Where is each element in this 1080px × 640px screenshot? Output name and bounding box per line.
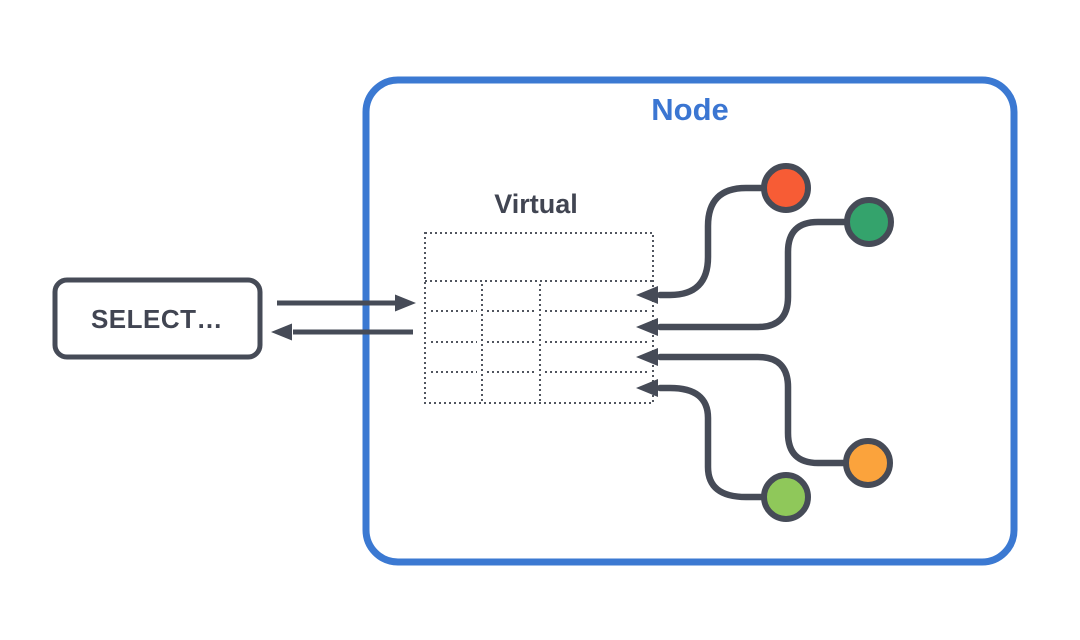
arrowhead-row-4 — [636, 379, 658, 397]
connector-arrowheads — [636, 286, 658, 397]
shard-orange-circle — [843, 438, 893, 488]
virtual-table-outline — [424, 232, 654, 404]
connector-shard-green — [656, 218, 848, 331]
request-arrowhead — [395, 294, 416, 312]
arrowhead-row-1 — [636, 286, 658, 304]
query-arrows — [277, 300, 413, 335]
arrowhead-row-2 — [636, 318, 658, 336]
connector-shard-red — [656, 184, 765, 299]
select-box — [52, 277, 263, 360]
virtual-table — [424, 232, 654, 404]
node-label: Node — [651, 92, 729, 127]
shard-red-circle — [761, 163, 811, 213]
connector-shard-orange — [656, 353, 847, 467]
shard-green-circle — [844, 197, 894, 247]
response-arrowhead — [271, 323, 292, 341]
node-box — [362, 76, 1018, 566]
select-label: SELECT… — [91, 304, 223, 334]
shard-circles — [761, 163, 894, 522]
connector-shard-light-green — [656, 384, 765, 501]
shard-light-green-circle — [761, 472, 811, 522]
arrowhead-row-3 — [636, 348, 658, 366]
query-arrowheads — [271, 294, 416, 341]
virtual-table-label: Virtual — [494, 189, 578, 219]
shard-connectors — [656, 184, 848, 501]
